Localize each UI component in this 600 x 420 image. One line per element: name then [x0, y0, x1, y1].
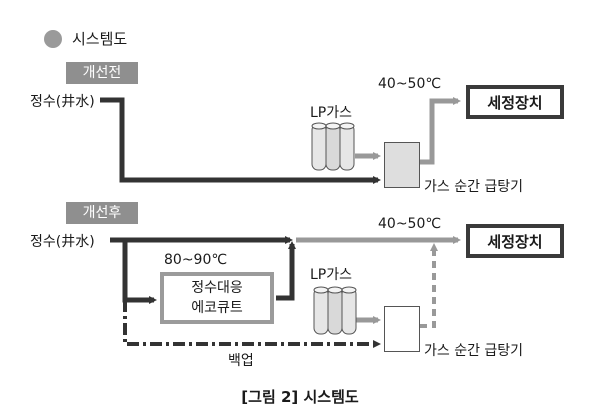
- after-gas-heater: [384, 306, 420, 352]
- after-heater-label: 가스 순간 급탕기: [424, 343, 524, 359]
- figure-caption: [그림 2] 시스템도: [241, 388, 359, 406]
- after-washer-box: 세정장치: [466, 224, 564, 258]
- after-gas-label: LP가스: [310, 267, 353, 283]
- before-heater-label: 가스 순간 급탕기: [424, 179, 524, 195]
- after-tag: 개선후: [66, 202, 138, 224]
- before-hot-line: [420, 97, 461, 165]
- after-ecocute-out: [276, 241, 296, 301]
- lp-gas-cylinders-after: [313, 286, 357, 335]
- after-temp-label: 40~50℃: [378, 216, 442, 232]
- ecocute-line1: 정수대응: [191, 280, 243, 296]
- before-gas-heater: [384, 142, 420, 188]
- ecocute-box: 정수대응 에코큐트: [160, 272, 274, 324]
- bullet-icon: [44, 30, 62, 48]
- before-tag: 개선전: [66, 62, 138, 84]
- before-temp-label: 40~50℃: [378, 76, 442, 92]
- before-washer-box: 세정장치: [466, 85, 564, 119]
- after-washer-label: 세정장치: [487, 232, 543, 251]
- diagram-title: 시스템도: [72, 30, 128, 48]
- lp-gas-cylinders-before: [311, 122, 355, 171]
- before-source-label: 정수(井水): [30, 94, 95, 110]
- before-water-line: [100, 97, 381, 184]
- before-gas-label: LP가스: [310, 105, 353, 121]
- after-heater-out: [420, 243, 438, 328]
- ecocute-line2: 에코큐트: [191, 300, 243, 316]
- before-washer-label: 세정장치: [487, 93, 543, 112]
- after-source-label: 정수(井水): [30, 234, 95, 250]
- backup-label: 백업: [228, 353, 254, 369]
- after-backup-line: [123, 300, 381, 348]
- after-hot-temp-label: 80~90℃: [164, 252, 228, 268]
- after-water-to-ecocute: [122, 240, 157, 304]
